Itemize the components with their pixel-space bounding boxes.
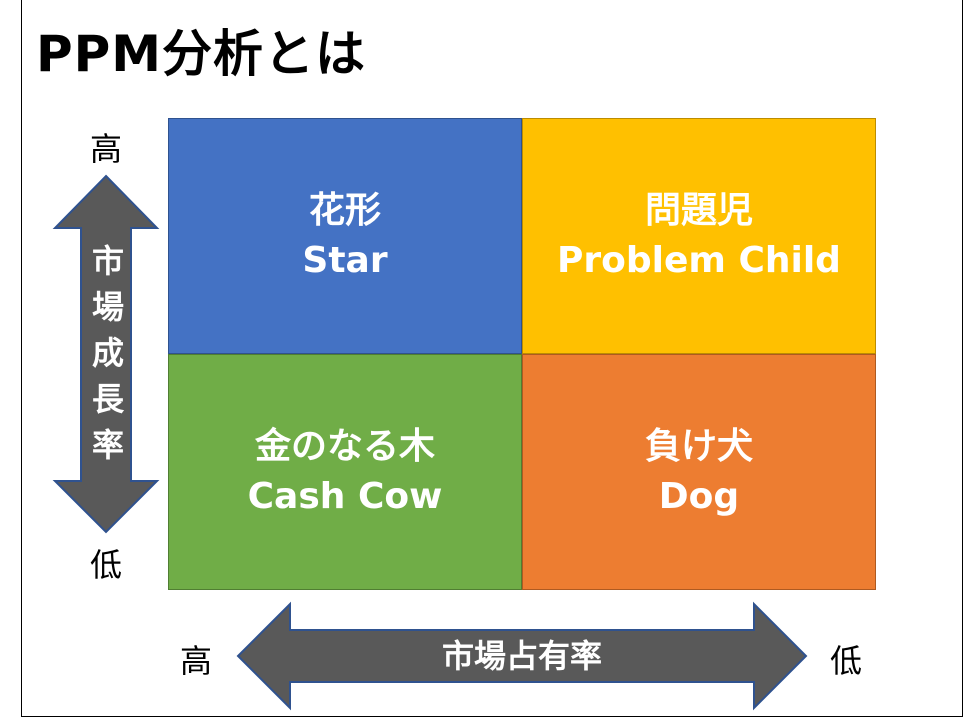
quadrant-jp-label: 金のなる木 [254,426,435,467]
quadrant-problem-child: 問題児 Problem Child [522,118,876,354]
x-axis-low-label: 低 [830,642,863,680]
quadrant-jp-label: 負け犬 [644,426,753,467]
quadrant-jp-label: 花形 [308,190,381,231]
y-axis-low-label: 低 [90,546,123,584]
x-axis-label: 市場占有率 [441,637,602,675]
y-axis-label: 市場成長率 [87,244,125,474]
quadrant-jp-label: 問題児 [644,190,753,231]
quadrant-star: 花形 Star [168,118,522,354]
quadrant-en-label: Problem Child [557,240,841,281]
vertical-double-arrow [52,174,160,534]
slide-frame [21,0,963,717]
quadrant-en-label: Cash Cow [247,476,443,517]
slide-title: PPM分析とは [36,25,367,83]
horizontal-double-arrow [236,601,808,711]
quadrant-dog: 負け犬 Dog [522,354,876,590]
y-axis-high-label: 高 [90,130,123,168]
quadrant-en-label: Star [302,240,388,281]
quadrant-cash-cow: 金のなる木 Cash Cow [168,354,522,590]
x-axis-high-label: 高 [180,642,213,680]
quadrant-en-label: Dog [658,476,740,517]
